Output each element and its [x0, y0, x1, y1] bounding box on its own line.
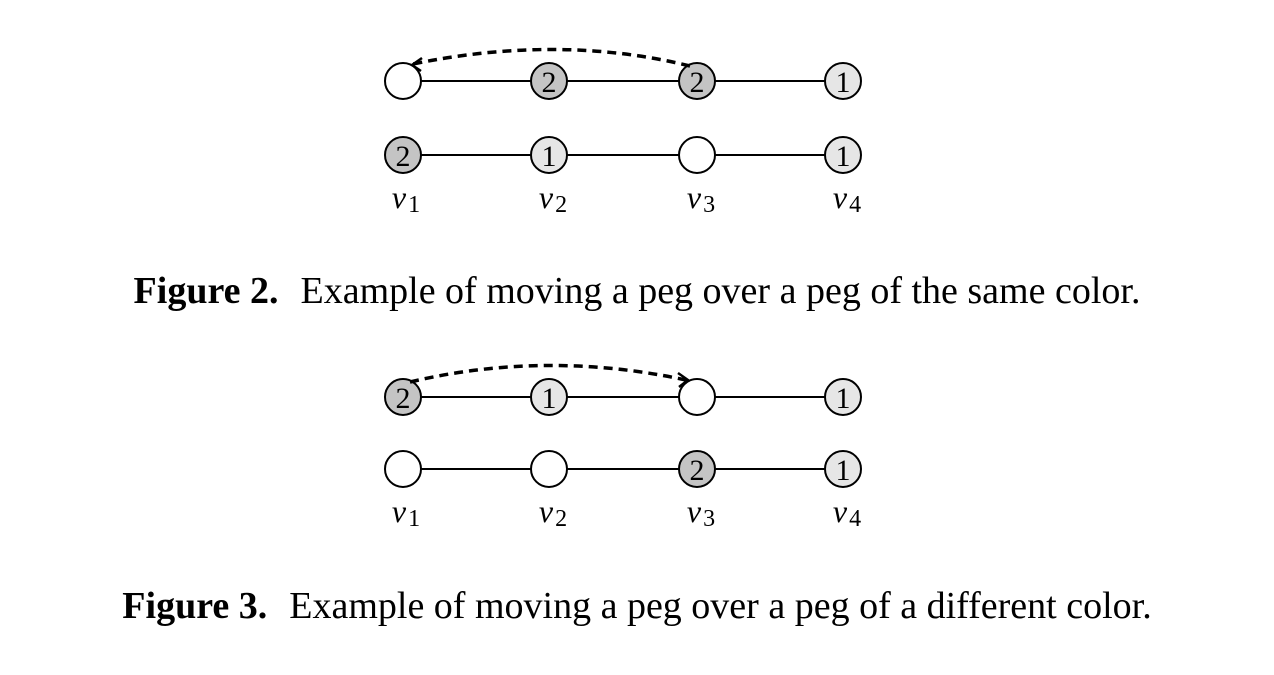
- figure-2-caption-text: Example of moving a peg over a peg of th…: [300, 270, 1141, 312]
- figure-3-caption: Figure 3. Example of moving a peg over a …: [0, 587, 1274, 625]
- jump-arrow: [412, 47, 691, 68]
- vertex-label-v1: v1: [392, 179, 420, 218]
- row-after: 2 1: [384, 450, 862, 488]
- jump-arrowhead: [677, 371, 691, 388]
- figure-2-caption: Figure 2. Example of moving a peg over a …: [0, 272, 1274, 310]
- peg-v3-color-2: 2: [678, 62, 716, 100]
- peg-v2-color-1: 1: [530, 136, 568, 174]
- peg-v1-color-2: 2: [384, 136, 422, 174]
- peg-v2-empty: [530, 450, 568, 488]
- peg-v3-empty: [678, 378, 716, 416]
- jump-arrow: [409, 363, 687, 384]
- vertex-label-v1: v1: [392, 493, 420, 532]
- row-before: 2 1 1: [384, 363, 862, 416]
- vertex-labels: v1 v2 v3 v4: [392, 493, 861, 532]
- figure-3-caption-text: Example of moving a peg over a peg of a …: [289, 585, 1152, 627]
- peg-label: 2: [690, 66, 705, 99]
- peg-v1-empty: [384, 62, 422, 100]
- peg-v2-color-2: 2: [530, 62, 568, 100]
- row-after: 2 1 1: [384, 136, 862, 174]
- peg-v1-color-2: 2: [384, 378, 422, 416]
- peg-label: 2: [396, 382, 411, 415]
- figure-2-label: Figure 2.: [133, 270, 279, 312]
- row-before: 2 2 1: [384, 47, 862, 100]
- vertex-label-v3: v3: [687, 179, 715, 218]
- peg-label: 1: [542, 382, 557, 415]
- peg-label: 2: [396, 140, 411, 173]
- peg-v4-color-1: 1: [824, 136, 862, 174]
- peg-label: 2: [542, 66, 557, 99]
- vertex-label-v4: v4: [833, 493, 861, 532]
- peg-v4-color-1: 1: [824, 378, 862, 416]
- peg-v3-color-2: 2: [678, 450, 716, 488]
- vertex-labels: v1 v2 v3 v4: [392, 179, 861, 218]
- figure-2-diagram: 2 2 1 2 1 1 v1 v2 v3: [384, 47, 862, 218]
- vertex-label-v2: v2: [539, 179, 567, 218]
- peg-label: 1: [542, 140, 557, 173]
- peg-v1-empty: [384, 450, 422, 488]
- vertex-label-v2: v2: [539, 493, 567, 532]
- peg-v2-color-1: 1: [530, 378, 568, 416]
- peg-label: 2: [690, 454, 705, 487]
- jump-arrowhead: [409, 56, 423, 73]
- figure-3-label: Figure 3.: [122, 585, 268, 627]
- figure-3-diagram: 2 1 1 2 1 v1 v2: [384, 363, 862, 532]
- peg-v4-color-1: 1: [824, 62, 862, 100]
- peg-v4-color-1: 1: [824, 450, 862, 488]
- vertex-label-v3: v3: [687, 493, 715, 532]
- vertex-label-v4: v4: [833, 179, 861, 218]
- peg-v3-empty: [678, 136, 716, 174]
- peg-label: 1: [836, 454, 851, 487]
- peg-label: 1: [836, 66, 851, 99]
- peg-label: 1: [836, 140, 851, 173]
- peg-label: 1: [836, 382, 851, 415]
